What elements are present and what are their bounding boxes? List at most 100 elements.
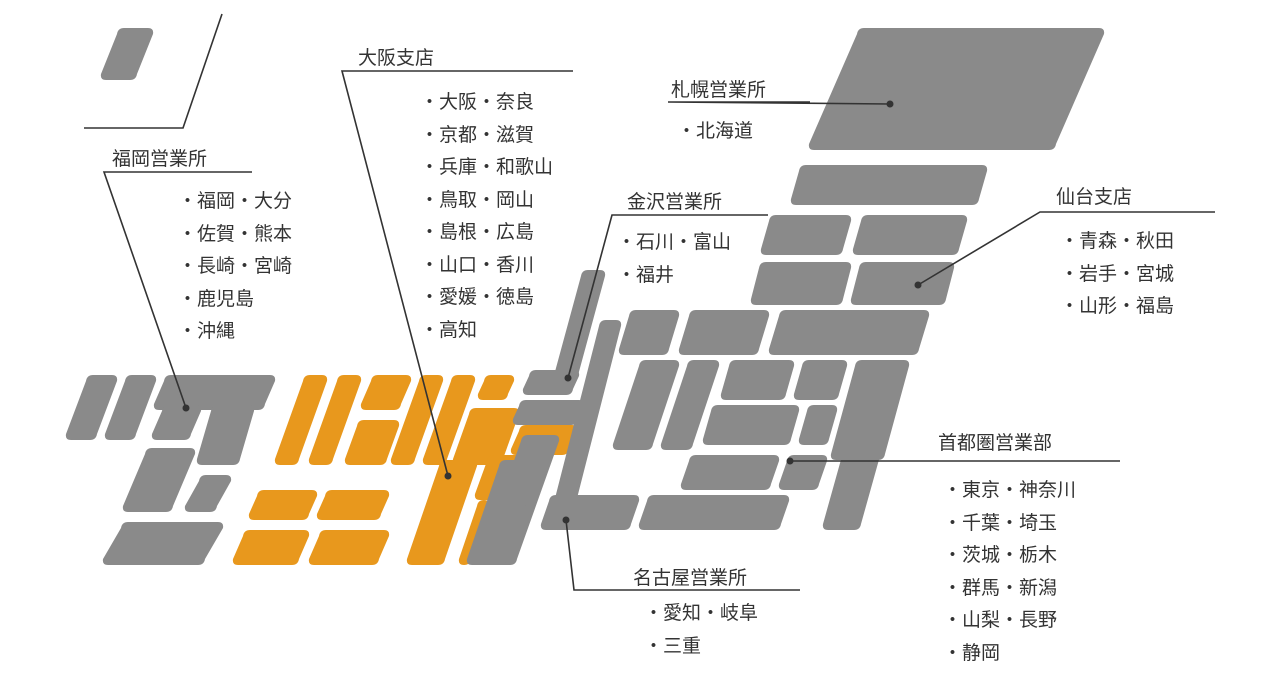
branch-title: 名古屋営業所	[633, 567, 748, 589]
prefecture-tile-shutoken	[798, 405, 838, 445]
prefecture-tile-shutoken	[678, 310, 770, 355]
prefecture-tile-fukuoka	[122, 448, 196, 512]
branch-title: 金沢営業所	[627, 191, 723, 213]
prefecture-tile-osaka	[390, 375, 444, 465]
prefecture-tile-fukuoka	[100, 28, 154, 80]
list-item: ・大阪・奈良	[420, 91, 535, 113]
prefecture-tile-shutoken	[612, 360, 680, 450]
list-item: ・山梨・長野	[943, 609, 1058, 631]
prefecture-tile-shutoken	[720, 360, 795, 400]
branch-title: 札幌営業所	[671, 79, 767, 101]
prefecture-tile-sendai	[850, 262, 955, 305]
leader-line-sapporo	[667, 101, 891, 105]
list-item: ・長崎・宮崎	[178, 255, 293, 277]
list-item: ・沖縄	[178, 320, 236, 342]
list-item: ・群馬・新潟	[943, 576, 1058, 599]
leader-line-sendai	[917, 211, 1215, 286]
prefecture-tile-nagoya	[638, 495, 790, 530]
list-item: ・静岡	[943, 641, 1001, 664]
list-item: ・佐賀・熊本	[178, 222, 293, 245]
prefecture-tile-shutoken	[680, 455, 780, 490]
prefecture-tile-osaka	[308, 530, 390, 565]
prefecture-tile-osaka	[422, 375, 476, 465]
prefecture-tile-kanazawa	[552, 270, 606, 385]
prefecture-tile-nagoya	[466, 460, 540, 565]
prefecture-list: ・青森・秋田 ・岩手・宮城 ・山形・福島	[1060, 225, 1174, 323]
list-item: ・京都・滋賀	[420, 123, 535, 146]
prefecture-tile-osaka	[452, 408, 520, 465]
leader-dot-sendai	[914, 281, 922, 289]
prefecture-tile-sendai	[852, 215, 968, 255]
prefecture-tile-kanazawa	[522, 370, 580, 395]
branch-osaka[interactable]: 大阪支店 ・大阪・奈良 ・京都・滋賀 ・兵庫・和歌山 ・鳥取・岡山 ・島根・広島…	[358, 46, 553, 341]
prefecture-tile-shutoken	[550, 320, 622, 520]
branch-sendai[interactable]: 仙台支店 ・青森・秋田 ・岩手・宮城 ・山形・福島	[1056, 185, 1174, 317]
branch-shutoken[interactable]: 首都圏営業部 ・東京・神奈川 ・千葉・埼玉 ・茨城・栃木 ・群馬・新潟 ・山梨・…	[938, 431, 1076, 664]
prefecture-tile-fukuoka	[102, 522, 224, 565]
list-item: ・石川・富山	[617, 231, 732, 253]
branch-kanazawa[interactable]: 金沢営業所 ・石川・富山 ・福井	[617, 190, 731, 286]
branch-sapporo[interactable]: 札幌営業所 ・北海道	[671, 78, 767, 142]
prefecture-tile-sapporo	[808, 28, 1105, 150]
list-item: ・山形・福島	[1060, 295, 1175, 317]
prefecture-list: ・大阪・奈良 ・京都・滋賀 ・兵庫・和歌山 ・鳥取・岡山 ・島根・広島 ・山口・…	[420, 86, 553, 346]
prefecture-list: ・石川・富山 ・福井	[617, 226, 731, 291]
list-item: ・鳥取・岡山	[420, 188, 535, 211]
prefecture-tile-fukuoka	[151, 405, 202, 440]
list-item: ・鹿児島	[178, 287, 255, 310]
branch-nagoya[interactable]: 名古屋営業所 ・愛知・岐阜 ・三重	[633, 566, 758, 657]
prefecture-tile-sendai	[750, 262, 852, 305]
leader-dot-fukuoka	[182, 404, 190, 412]
list-item: ・愛媛・徳島	[420, 286, 535, 308]
prefecture-tile-osaka	[248, 490, 318, 520]
prefecture-tile-shutoken	[768, 310, 930, 355]
leader-line-fukuoka	[102, 171, 252, 409]
prefecture-tile-shutoken	[793, 360, 848, 400]
prefecture-tile-osaka	[477, 375, 515, 400]
prefecture-tile-osaka	[344, 420, 400, 465]
branch-title: 大阪支店	[358, 47, 435, 69]
leader-line-okinawa	[84, 13, 223, 129]
list-item: ・兵庫・和歌山	[420, 156, 554, 178]
prefecture-tile-shutoken	[618, 310, 680, 355]
leader-line-osaka	[340, 70, 573, 477]
prefecture-tile-osaka	[406, 460, 478, 565]
list-item: ・山口・香川	[420, 253, 535, 276]
leader-line-kanazawa	[567, 214, 768, 379]
prefecture-tile-fukuoka	[184, 475, 232, 512]
prefecture-tiles	[65, 28, 1105, 565]
prefecture-tile-fukuoka	[104, 375, 157, 440]
leader-lines	[84, 13, 1215, 591]
branch-title: 仙台支店	[1056, 186, 1133, 208]
branch-fukuoka[interactable]: 福岡営業所 ・福岡・大分 ・佐賀・熊本 ・長崎・宮崎 ・鹿児島 ・沖縄	[112, 147, 292, 342]
list-item: ・青森・秋田	[1060, 230, 1175, 252]
list-item: ・岩手・宮城	[1060, 262, 1175, 285]
prefecture-tile-osaka	[316, 490, 390, 520]
list-item: ・北海道	[677, 120, 754, 142]
branch-title: 福岡営業所	[112, 148, 208, 170]
prefecture-list: ・東京・神奈川 ・千葉・埼玉 ・茨城・栃木 ・群馬・新潟 ・山梨・長野 ・静岡	[943, 474, 1076, 669]
list-item: ・島根・広島	[420, 221, 535, 243]
leader-dot-kanazawa	[564, 374, 572, 382]
prefecture-tile-osaka	[274, 375, 328, 465]
list-item: ・東京・神奈川	[943, 479, 1077, 501]
prefecture-tile-fukuoka	[196, 405, 255, 465]
prefecture-tile-sendai	[760, 215, 852, 255]
prefecture-tile-fukuoka	[153, 375, 276, 410]
prefecture-list: ・愛知・岐阜 ・三重	[644, 597, 758, 662]
prefecture-tile-osaka	[360, 375, 412, 410]
prefecture-tile-osaka	[458, 500, 490, 565]
prefecture-tile-fukuoka	[65, 375, 118, 440]
prefecture-list: ・北海道	[677, 115, 753, 148]
prefecture-tile-sendai	[790, 165, 988, 205]
prefecture-list: ・福岡・大分 ・佐賀・熊本 ・長崎・宮崎 ・鹿児島 ・沖縄	[178, 185, 292, 348]
leader-dot-sapporo	[886, 100, 894, 108]
prefecture-tile-shutoken	[822, 425, 888, 530]
leader-dot-shutoken	[786, 457, 794, 465]
prefecture-tile-shutoken	[660, 360, 720, 450]
list-item: ・高知	[420, 318, 478, 341]
prefecture-tile-osaka	[308, 375, 362, 465]
prefecture-tile-osaka	[232, 530, 310, 565]
leader-dot-osaka	[444, 472, 452, 480]
